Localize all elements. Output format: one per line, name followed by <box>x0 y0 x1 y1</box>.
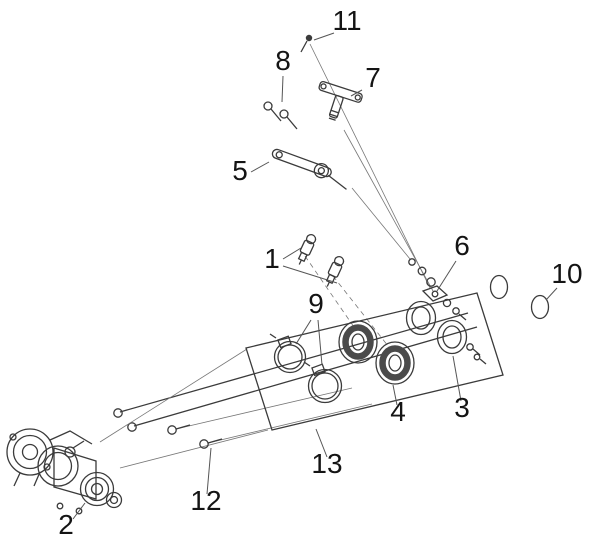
hose-clamp-a <box>269 333 307 374</box>
callout-label-7: 7 <box>365 62 381 93</box>
alignment-lines <box>99 43 434 469</box>
sensor-t-part <box>318 80 363 121</box>
o-ring-10 <box>530 294 550 320</box>
lever-arm <box>271 148 347 190</box>
callout-label-3: 3 <box>454 392 470 423</box>
callout-label-1: 1 <box>264 243 280 274</box>
insulator-ring-a <box>405 300 437 336</box>
washer-bracket-chain <box>408 258 467 321</box>
screws-3 <box>466 343 487 365</box>
hose-clamp-b <box>303 361 343 404</box>
bolt-11 <box>300 34 313 53</box>
callout-label-8: 8 <box>275 45 291 76</box>
throttle-body-assembly <box>6 428 123 515</box>
callout-label-4: 4 <box>390 396 406 427</box>
assembly-box <box>245 292 504 431</box>
o-ring-small <box>489 274 509 300</box>
fuel-injector-a <box>297 233 317 265</box>
bolts-12 <box>167 424 223 449</box>
intake-boot-a <box>338 320 378 364</box>
callout-label-10: 10 <box>551 258 582 289</box>
fuel-rail-lines <box>113 312 478 444</box>
callout-label-12: 12 <box>190 485 221 516</box>
callout-label-11: 11 <box>332 5 361 36</box>
leader-lines <box>72 32 558 520</box>
callout-labels: 1 2 3 4 5 6 7 8 9 10 11 12 13 <box>58 5 582 540</box>
fuel-injector-b <box>325 255 345 287</box>
insulator-ring-b <box>436 319 468 355</box>
callout-label-5: 5 <box>232 155 248 186</box>
callout-label-9: 9 <box>308 288 324 319</box>
callout-label-2: 2 <box>58 509 74 540</box>
screws-8 <box>263 101 298 130</box>
callout-label-6: 6 <box>454 230 470 261</box>
intake-boot-b <box>375 341 415 385</box>
callout-label-13: 13 <box>311 448 342 479</box>
